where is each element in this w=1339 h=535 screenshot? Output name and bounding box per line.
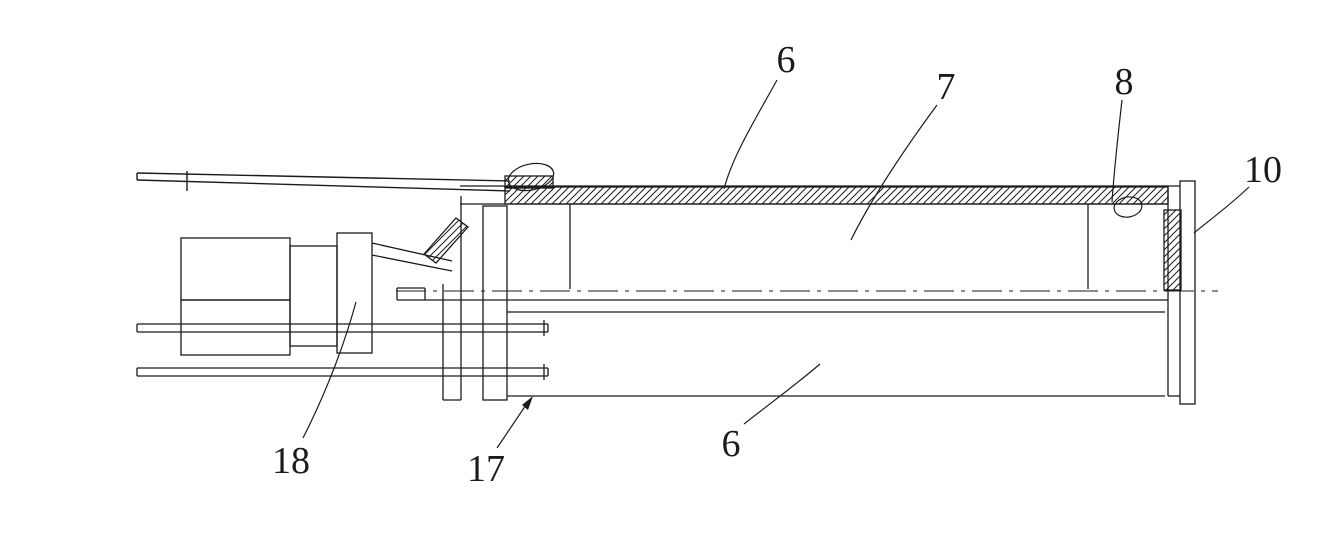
detail-ellipse-seam — [1113, 196, 1143, 218]
connector-spacer — [289, 245, 338, 347]
reference-numerals: 6 7 8 10 6 17 18 — [272, 39, 1282, 490]
lead-rod-bottom-edge — [136, 179, 511, 192]
flange-inner-plate — [482, 205, 508, 401]
detail-ellipse-joint — [507, 162, 555, 192]
lower-bracket — [396, 287, 426, 300]
leader-8 — [1111, 99, 1123, 203]
label-8: 8 — [1115, 61, 1134, 103]
leader-7 — [850, 104, 938, 241]
leader-6-bottom — [743, 363, 821, 425]
end-cap-plate — [1179, 180, 1196, 405]
leader-10 — [1193, 186, 1250, 234]
label-7: 7 — [937, 66, 956, 108]
detail-marks — [507, 162, 1143, 218]
label-18: 18 — [272, 440, 310, 482]
label-6-top: 6 — [777, 39, 796, 81]
leader-17-arrowhead — [522, 396, 533, 410]
end-cap — [1163, 180, 1196, 405]
flange-outer-plate — [442, 284, 461, 401]
leader-18 — [302, 301, 357, 439]
top-tube-wall — [460, 175, 1180, 289]
leader-lines — [302, 79, 1250, 449]
wall-hatched-strip — [504, 186, 1169, 205]
end-cap-hatched-block — [1163, 209, 1182, 291]
pin-upper — [136, 320, 549, 336]
lead-rod-top-edge — [136, 172, 511, 182]
pin-lower — [136, 364, 549, 380]
connector-assembly — [180, 196, 508, 401]
label-6-bottom: 6 — [722, 423, 741, 465]
leader-6-top — [723, 79, 778, 190]
lead-rod — [136, 171, 511, 192]
electrode-pins — [136, 320, 549, 380]
lower-tube — [396, 186, 1169, 397]
label-10: 10 — [1244, 149, 1282, 191]
leader-17 — [496, 401, 529, 449]
label-17: 17 — [467, 448, 505, 490]
connector-block-upper — [180, 237, 291, 301]
connector-plate — [336, 232, 373, 354]
angled-hatched-clamp — [423, 217, 469, 264]
connector-block-lower — [180, 299, 291, 356]
